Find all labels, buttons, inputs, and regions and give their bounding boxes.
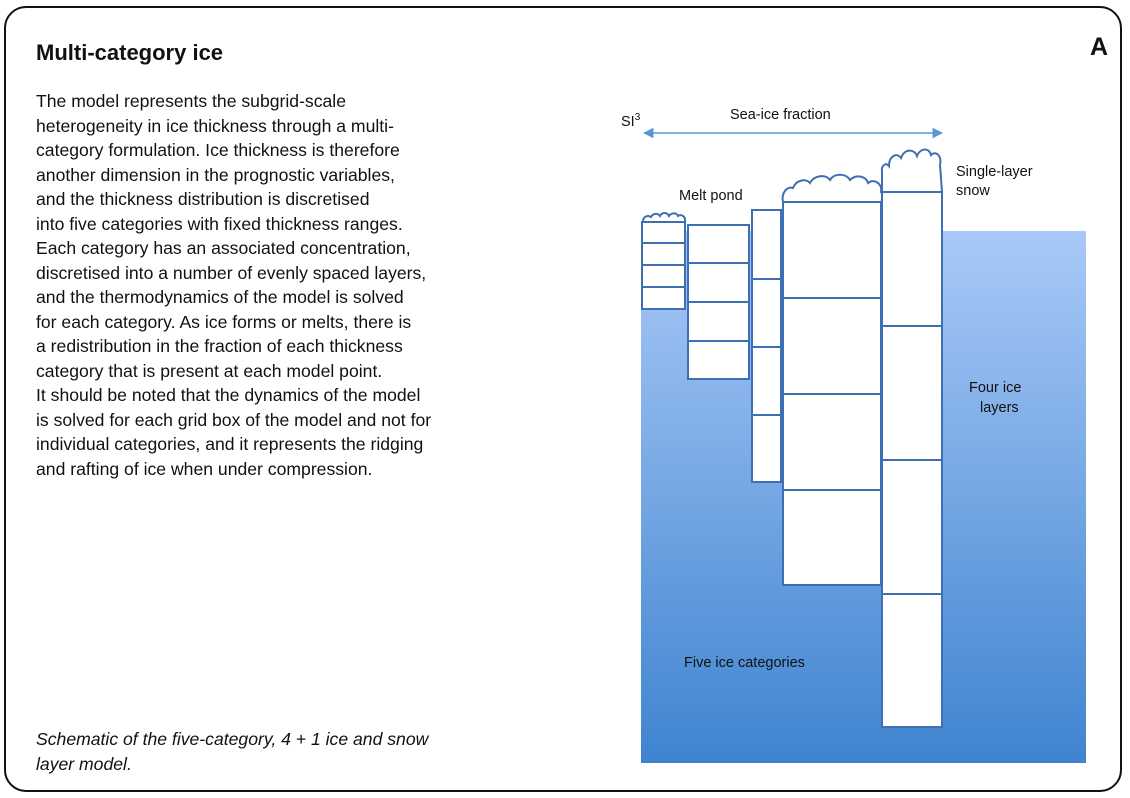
body-line: Each category has an associated concentr… [36, 238, 411, 258]
ice-category-4 [782, 201, 882, 586]
snow-label-line-2: snow [956, 183, 990, 199]
ice-category-3 [751, 209, 782, 483]
snow-label-line-1: Single-layer [956, 164, 1033, 180]
ice-layers-label-line-1: Four ice [969, 380, 1021, 396]
body-line: discretised into a number of evenly spac… [36, 262, 427, 283]
body-line: and rafting of ice when under compressio… [36, 458, 373, 479]
ice-category-5 [881, 191, 943, 728]
body-line: a redistribution in the fraction of each… [36, 336, 403, 356]
body-line: another dimension in the prognostic vari… [36, 164, 395, 185]
caption-line: Schematic of the five-category, 4 + 1 ic… [36, 729, 429, 749]
figure-panel [4, 6, 1122, 792]
body-line: individual categories, and it represents… [36, 434, 424, 454]
ice-category-1 [641, 221, 686, 310]
snow-cap-small [641, 212, 687, 223]
model-name-superscript: 3 [635, 112, 641, 123]
panel-letter: A [1090, 33, 1109, 61]
snow-cap-medium [781, 173, 884, 203]
figure-caption: Schematic of the five-category, 4 + 1 ic… [36, 727, 556, 777]
body-line: for each category. As ice forms or melts… [36, 311, 412, 332]
sea-ice-fraction-label: Sea-ice fraction [730, 107, 831, 123]
body-line: and the thickness distribution is discre… [36, 189, 370, 209]
caption-line: layer model. [36, 754, 132, 774]
model-name-text: SI [621, 114, 635, 130]
melt-pond-label: Melt pond [679, 188, 743, 204]
body-line: The model represents the subgrid-scale [36, 91, 347, 111]
ice-layers-label-line-2: layers [980, 400, 1019, 416]
body-line: and the thermodynamics of the model is s… [36, 287, 404, 307]
snow-cap-large [880, 148, 944, 193]
ice-categories-label: Five ice categories [684, 655, 805, 671]
body-line: category that is present at each model p… [36, 360, 383, 381]
body-line: is solved for each grid box of the model… [36, 409, 432, 430]
model-name-label: SI3 [621, 112, 641, 130]
body-line: category formulation. Ice thickness is t… [36, 140, 400, 160]
body-line: into five categories with fixed thicknes… [36, 213, 403, 234]
body-line: It should be noted that the dynamics of … [36, 385, 421, 405]
ice-category-2 [687, 224, 750, 380]
body-line: heterogeneity in ice thickness through a… [36, 115, 394, 136]
body-paragraph: The model represents the subgrid-scale h… [36, 89, 556, 481]
page-title: Multi-category ice [36, 40, 224, 65]
